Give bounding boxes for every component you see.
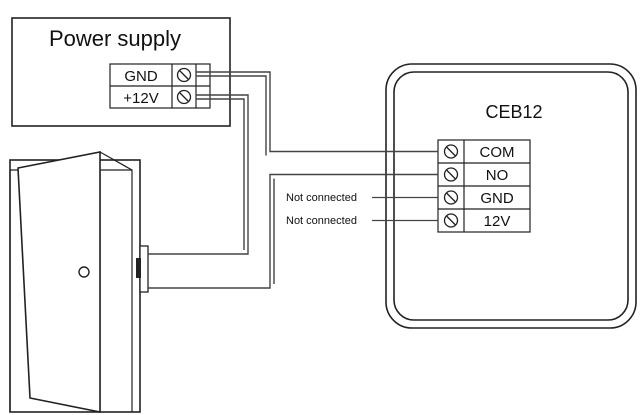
- wire-lock-to-no: [148, 173, 438, 289]
- ceb-terminal-com-label: COM: [480, 144, 515, 161]
- screw-icon: [443, 190, 459, 205]
- power-supply-title: Power supply: [49, 26, 181, 51]
- ceb-terminal-12v-label: 12V: [484, 213, 511, 230]
- ceb-terminal-no-label: NO: [486, 167, 509, 184]
- wire-gnd-to-com: [196, 71, 438, 153]
- ps-terminal-12v-label: +12V: [123, 90, 158, 107]
- ceb12-title: CEB12: [485, 102, 542, 122]
- door-icon: [9, 151, 149, 413]
- ceb-terminal-gnd-label: GND: [480, 190, 514, 207]
- door-panel: [17, 151, 101, 413]
- wire-12v-to-lock: [148, 94, 249, 255]
- 12v-not-connected-note: Not connected: [286, 215, 357, 227]
- not-connected-notes: Not connected Not connected: [286, 192, 438, 227]
- screw-icon: [176, 89, 192, 105]
- door-lock-bolt: [136, 258, 141, 278]
- gnd-not-connected-note: Not connected: [286, 192, 357, 204]
- screw-icon: [443, 167, 459, 182]
- power-supply-unit: Power supply GND +12V: [11, 17, 231, 127]
- wiring: [148, 71, 438, 289]
- ps-terminal-gnd-label: GND: [124, 68, 158, 85]
- screw-icon: [443, 213, 459, 228]
- screw-icon: [443, 144, 459, 159]
- ceb12-unit: CEB12 COM NO GND 12V: [385, 63, 637, 329]
- door-lock-contact: [139, 245, 149, 293]
- door-handle: [78, 266, 90, 278]
- screw-icon: [176, 67, 192, 83]
